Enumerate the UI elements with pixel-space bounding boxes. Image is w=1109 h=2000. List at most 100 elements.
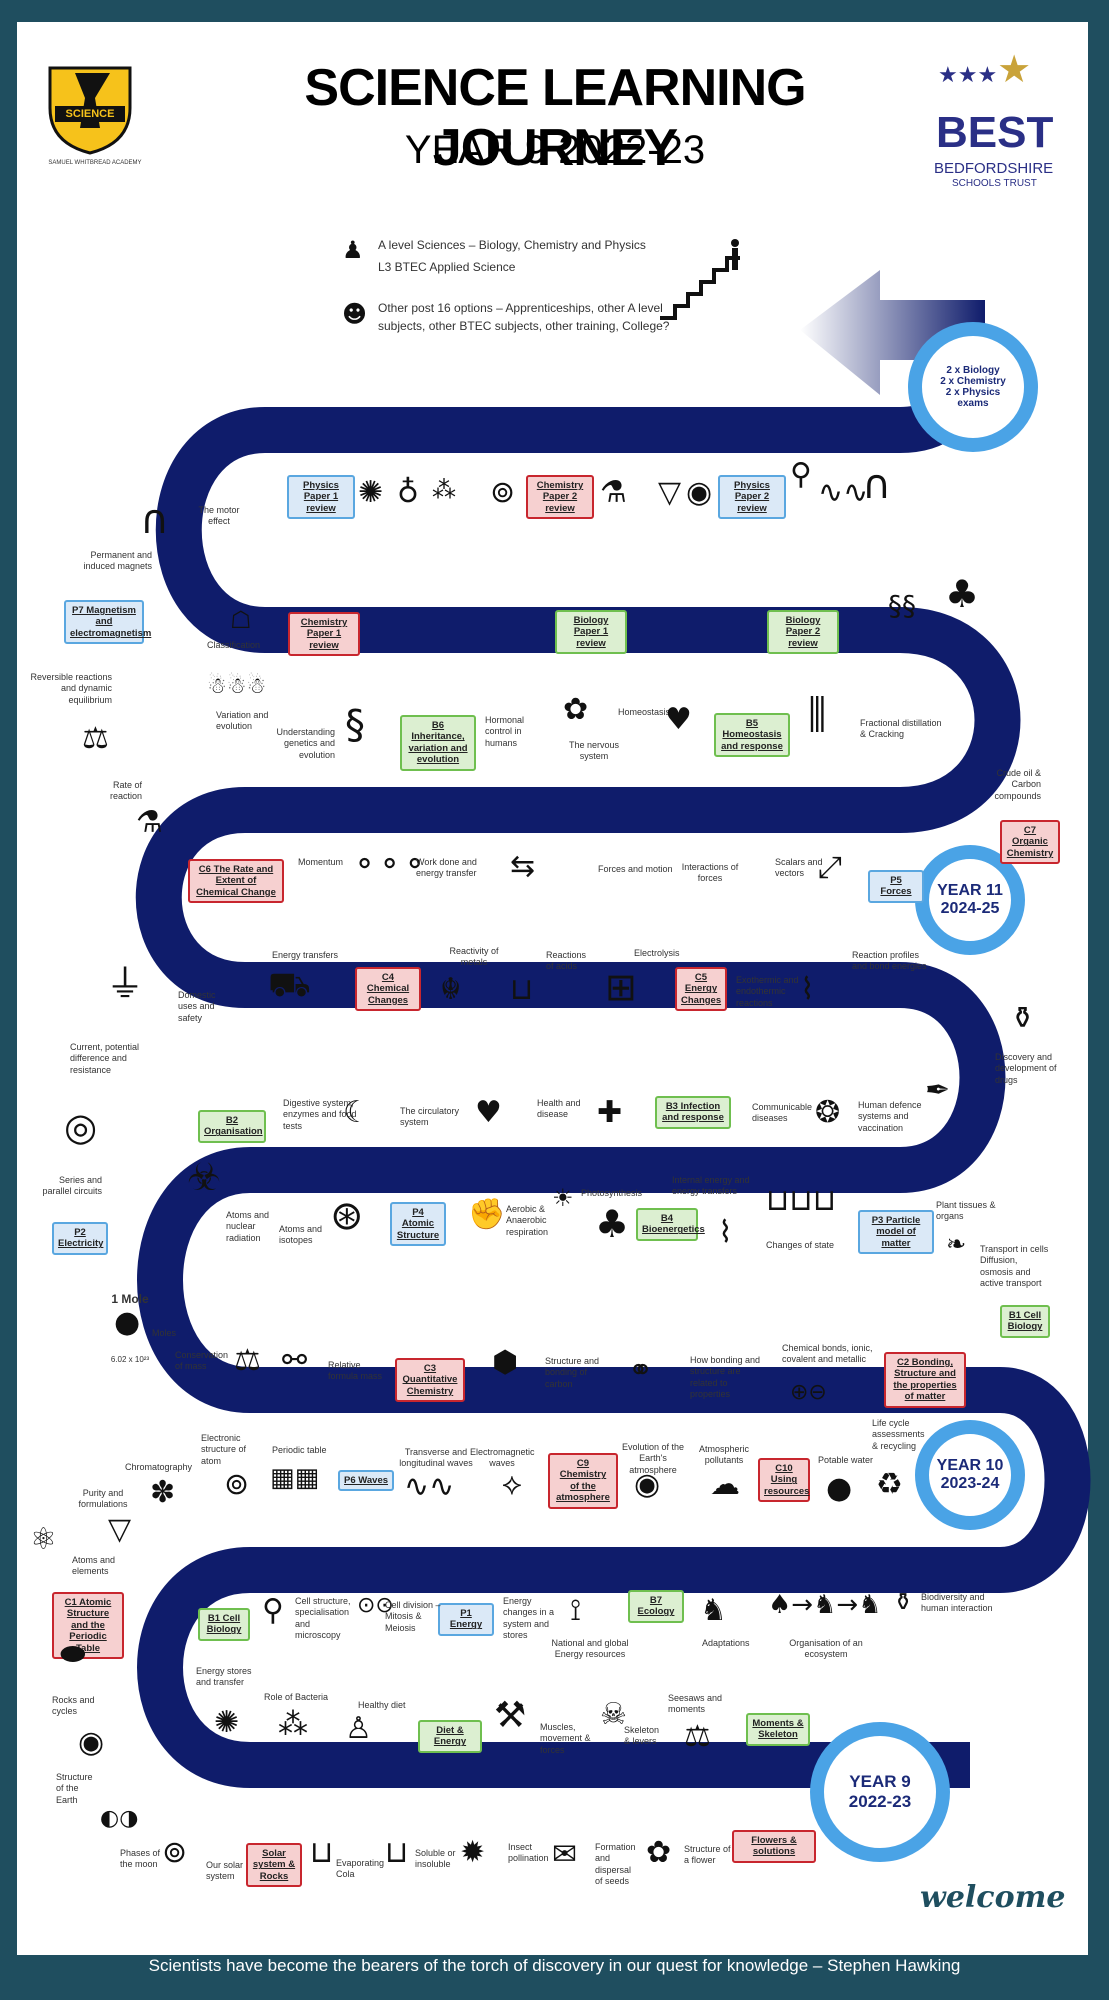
box-b7: B7 Ecology bbox=[628, 1590, 684, 1623]
globe-icon-mid: ◉ bbox=[634, 1467, 661, 1502]
label-chemical-bonds: Chemical bonds, ionic, covalent and meta… bbox=[782, 1343, 873, 1365]
periodic-table-icon: ▦▦ bbox=[270, 1463, 320, 1493]
label-plant-tissues: Plant tissues & organs bbox=[936, 1200, 996, 1222]
box-b3: B3 Infection and response bbox=[655, 1096, 731, 1129]
label-reactivity: Reactivity of metals bbox=[449, 946, 499, 968]
label-biodiversity: Biodiversity and human interaction bbox=[921, 1592, 993, 1614]
label-potable: Potable water bbox=[818, 1455, 874, 1465]
label-mole-number: 6.02 x 10²³ bbox=[110, 1355, 150, 1364]
bee-icon: ✹ bbox=[460, 1835, 486, 1870]
graph-icon: ⌇ bbox=[800, 972, 815, 1007]
box-p1: P1 Energy bbox=[438, 1603, 494, 1636]
flask-icon-rate: ⚗ bbox=[136, 805, 163, 840]
label-evolution-atmosphere: Evolution of the Earth's atmosphere bbox=[621, 1442, 685, 1475]
year10-label: YEAR 10 bbox=[936, 1457, 1004, 1474]
label-digestive: Digestive system, enzymes and food tests bbox=[283, 1098, 357, 1131]
box-c10: C10 Using resources bbox=[758, 1458, 810, 1503]
label-aerobic: Aerobic & Anaerobic respiration bbox=[506, 1204, 549, 1237]
flower-pot-icon: ✿ bbox=[646, 1835, 672, 1870]
dna-icon-mid: § bbox=[345, 702, 365, 748]
label-electronic-structure: Electronic structure of atom bbox=[201, 1433, 247, 1466]
label-atoms-isotopes: Atoms and isotopes bbox=[279, 1224, 323, 1246]
exams-line1: 2 x Biology bbox=[946, 365, 1000, 376]
evolution-icon: ☃☃☃ bbox=[207, 674, 267, 699]
label-energy-changes: Energy changes in a system and stores bbox=[503, 1596, 555, 1640]
box-c2: C2 Bonding, Structure and the properties… bbox=[884, 1352, 966, 1408]
road-path bbox=[135, 329, 1091, 1788]
bacteria-icon: ❂ bbox=[815, 1095, 841, 1130]
atom-icon-top: ⊚ bbox=[490, 475, 516, 510]
ionic-bonding-icon: ⊕⊖ bbox=[790, 1380, 827, 1405]
label-variation: Variation and evolution bbox=[216, 710, 269, 732]
box-c7: C7 Organic Chemistry bbox=[1000, 820, 1060, 865]
label-communicable: Communicable diseases bbox=[752, 1102, 813, 1124]
school-badge-ring: SAMUEL WHITBREAD ACADEMY bbox=[48, 160, 142, 166]
label-conservation: Conservation of mass bbox=[175, 1350, 229, 1372]
camel-icon: ♞ bbox=[700, 1593, 727, 1628]
skeleton-icon: ☠ bbox=[600, 1697, 627, 1732]
atom-icon-mid: ⊛ bbox=[330, 1193, 364, 1239]
wave-icon-top: ∿∿ bbox=[818, 475, 869, 510]
label-chromatography: Chromatography bbox=[125, 1462, 193, 1472]
box-p7: P7 Magnetism and electromagnetism bbox=[64, 600, 151, 645]
label-exothermic: Exothermic and endothermic reactions bbox=[736, 975, 799, 1008]
box-solar: Solar system & Rocks bbox=[246, 1843, 302, 1888]
bulb-circuit-icon: ◎ bbox=[64, 1105, 98, 1149]
label-atoms-nuclear: Atoms and nuclear radiation bbox=[226, 1210, 270, 1243]
year11-label: YEAR 11 bbox=[937, 882, 1003, 899]
label-energy-transfers: Energy transfers bbox=[272, 950, 339, 960]
year9-dates: 2022-23 bbox=[848, 1792, 912, 1811]
post16-line1: A level Sciences – Biology, Chemistry an… bbox=[378, 238, 646, 252]
box-p3: P3 Particle model of matter bbox=[858, 1210, 934, 1255]
label-fractional: Fractional distillation & Cracking bbox=[860, 718, 942, 740]
microscope-icon: ⚲ bbox=[262, 1593, 284, 1628]
label-insect: Insect pollination bbox=[508, 1842, 549, 1864]
box-p5: P5 Forces bbox=[868, 870, 924, 903]
label-forces-motion: Forces and motion bbox=[598, 864, 673, 874]
tree-icon-top: ♣ bbox=[945, 572, 980, 616]
label-homeostasis: Homeostasis bbox=[618, 707, 671, 717]
box-p6: P6 Waves bbox=[338, 1470, 394, 1492]
label-scalars: Scalars and vectors bbox=[775, 857, 823, 879]
electron-shell-icon: ⊚ bbox=[224, 1467, 250, 1502]
beaker-icon-lower: ⊔ bbox=[385, 1835, 409, 1870]
car-icon-forces: ⇆ bbox=[510, 849, 536, 884]
label-atmospheric-pollutants: Atmospheric pollutants bbox=[698, 1444, 750, 1466]
label-soluble: Soluble or insoluble bbox=[415, 1848, 456, 1870]
box-biology-paper2: Biology Paper 2 review bbox=[767, 610, 839, 655]
label-understanding-genetics: Understanding genetics and evolution bbox=[276, 727, 335, 760]
lightbulb-icon: ♁ bbox=[397, 475, 419, 510]
label-seesaws: Seesaws and moments bbox=[668, 1693, 723, 1715]
label-relative-formula: Relative formula mass bbox=[328, 1360, 383, 1382]
box-c4: C4 Chemical Changes bbox=[355, 967, 421, 1012]
box-flowers: Flowers & solutions bbox=[732, 1830, 816, 1863]
box-b4: B4 Bioenergetics bbox=[636, 1208, 705, 1241]
brain-icon: ✿ bbox=[563, 692, 589, 727]
exams-line3: 2 x Physics bbox=[945, 387, 1001, 398]
solar-orbit-icon: ⊚ bbox=[162, 1835, 188, 1870]
box-b5: B5 Homeostasis and response bbox=[714, 713, 790, 758]
electrolysis-icon: ⊞ bbox=[605, 965, 637, 1009]
fireworks-icon-lower: ✺ bbox=[214, 1705, 240, 1740]
box-chemistry-paper1: Chemistry Paper 1 review bbox=[288, 612, 360, 657]
bacteria-icon-lower: ⁂ bbox=[278, 1707, 308, 1742]
box-chemistry-paper2: Chemistry Paper 2 review bbox=[526, 475, 594, 520]
label-hormonal: Hormonal control in humans bbox=[485, 715, 525, 748]
label-motor-effect: The motor effect bbox=[198, 505, 240, 527]
graduate-icon: ♟ bbox=[342, 236, 364, 264]
road-arrow-head bbox=[800, 270, 985, 395]
magnet-icon-right: ∩ bbox=[862, 462, 892, 508]
label-phases-moon: Phases of the moon bbox=[120, 1848, 161, 1870]
exams-milestone: 2 x Biology 2 x Chemistry 2 x Physics ex… bbox=[908, 322, 1038, 452]
newtons-cradle-icon: ⚬⚬⚬ bbox=[352, 847, 428, 882]
label-nervous: The nervous system bbox=[568, 740, 620, 762]
stomach-icon: ☾ bbox=[343, 1095, 370, 1130]
magnet-icon-left: ∩ bbox=[140, 497, 170, 543]
stars-icon: ★★★★ bbox=[938, 47, 1032, 91]
label-atoms-elements: Atoms and elements bbox=[72, 1555, 116, 1577]
label-crude-oil: Crude oil & Carbon compounds bbox=[994, 768, 1041, 801]
heating-graph-icon: ⌇ bbox=[718, 1215, 733, 1250]
rain-cloud-icon: ☁ bbox=[710, 1467, 740, 1502]
